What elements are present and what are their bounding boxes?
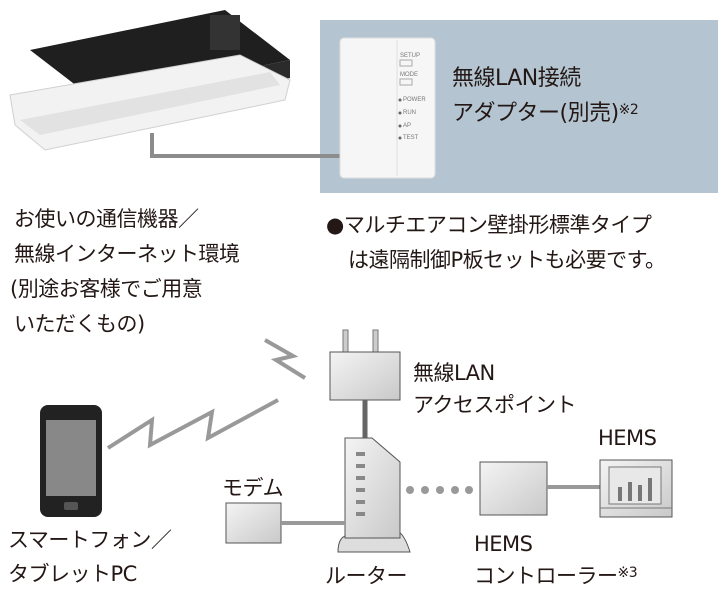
wireless-signal-icon [264,338,307,380]
hems-controller-icon [479,461,600,516]
adapter-cable [150,133,340,158]
notice-line-1: ●マルチエアコン壁掛形標準タイプ [326,213,652,237]
hems-label: HEMS [598,426,657,450]
hems-controller-note: ※3 [617,565,638,581]
adapter-mode-button-label: MODE [400,72,418,78]
adapter-power-led-label: POWER [403,97,426,103]
access-point-icon [329,329,401,438]
wireless-lan-adapter-image [339,37,436,179]
smartphone-icon [40,405,102,517]
adapter-label-line1: 無線LAN接続 [452,66,581,91]
modem-icon [225,502,345,544]
smartphone-label-2: タブレットPC [8,562,137,586]
router-label: ルーター [325,564,408,588]
router-icon [337,437,411,553]
adapter-test-led-label: TEST [403,135,419,141]
adapter-ap-led-label: AP [403,123,412,129]
notice-line-2: は遠隔制御P板セットも必要です。 [348,248,666,272]
access-point-label-2: アクセスポイント [413,393,576,417]
adapter-label-line2: アダプター(別売)※2 [452,101,639,126]
devices-text-1: お使いの通信機器／ [14,207,199,231]
hems-monitor-icon [599,459,673,518]
adapter-setup-button-label: SETUP [400,53,421,59]
devices-text-4: いただくもの) [14,312,145,336]
wireless-signal-icon [106,398,279,450]
adapter-label-text: アダプター(別売) [452,101,619,126]
access-point-label-1: 無線LAN [413,361,495,385]
devices-text-3: (別途お客様でご用意 [10,277,203,301]
smartphone-label-1: スマートフォン／ [8,528,172,552]
devices-text-2: 無線インターネット環境 [14,242,240,266]
adapter-note: ※2 [618,102,639,118]
hems-controller-text: コントローラー [474,564,618,588]
hems-controller-label-2: コントローラー※3 [474,564,638,588]
connection-dots [406,486,473,494]
air-conditioner-image [9,10,291,151]
adapter-run-led-label: RUN [403,110,416,116]
modem-label: モデム [222,476,284,500]
hems-controller-label-1: HEMS [474,532,533,556]
